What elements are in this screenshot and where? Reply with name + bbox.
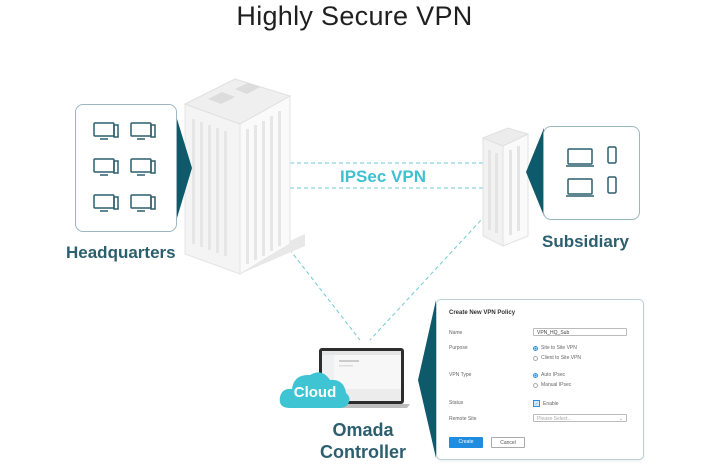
purpose-option-client-to-site[interactable]: Client to Site VPN [533,355,581,361]
subsidiary-device-panel [543,126,640,220]
page-title: Highly Secure VPN [236,1,473,31]
radio-unselected[interactable] [533,355,538,361]
headquarters-device-panel [75,104,177,232]
radio-unselected[interactable] [533,382,538,388]
headquarters-label: Headquarters [66,243,176,262]
create-button[interactable]: Create [449,437,483,448]
ipsec-vpn-label: IPSec VPN [340,167,426,186]
option-label: Manual IPsec [541,382,572,388]
checkbox-checked[interactable]: ✓ [533,400,540,407]
remote-site-placeholder: Please Select... [537,416,572,422]
vpn-type-label: VPN Type [449,372,472,378]
desktop-icon [93,122,119,140]
subsidiary-label: Subsidiary [542,232,629,251]
sub-controller-line [369,204,496,341]
phone-icon [607,176,617,194]
create-vpn-policy-dialog: Create New VPN Policy Name VPN_HQ_Sub Pu… [436,299,644,460]
desktop-icon [130,194,156,212]
desktop-icon [130,158,156,176]
radio-selected[interactable] [533,372,538,378]
cloud-label: Cloud [293,384,337,401]
desktop-icon [93,194,119,212]
dialog-title: Create New VPN Policy [449,310,516,316]
desktop-icon [130,122,156,140]
hq-pointer [174,109,192,228]
status-enable-checkbox[interactable]: ✓ Enable [533,400,559,407]
omada-label-line1: Omada [332,420,394,440]
remote-site-select[interactable]: Please Select... ⌄ [533,414,627,422]
laptop-icon [566,178,594,197]
chevron-down-icon: ⌄ [618,416,623,422]
subsidiary-pointer [526,128,544,216]
name-input[interactable]: VPN_HQ_Sub [533,328,627,336]
desktop-icon [93,158,119,176]
option-label: Site to Site VPN [541,345,577,351]
subsidiary-building [481,127,530,247]
omada-label-line2: Controller [319,442,406,462]
checkbox-label: Enable [543,400,559,407]
dialog-pointer [418,300,436,458]
cloud-icon [279,372,350,408]
phone-icon [607,146,617,164]
headquarters-building [183,78,305,275]
purpose-option-site-to-site[interactable]: Site to Site VPN [533,345,577,351]
option-label: Auto IPsec [541,372,566,378]
desktop-icons [93,122,156,212]
radio-selected[interactable] [533,345,538,351]
remote-site-label: Remote Site [449,416,477,422]
vpn-type-option-auto[interactable]: Auto IPsec [533,372,565,378]
name-label: Name [449,330,463,336]
vpn-type-option-manual[interactable]: Manual IPsec [533,382,571,388]
device-icons [566,146,617,197]
option-label: Client to Site VPN [541,355,582,361]
omada-controller-label: Omada Controller [318,419,408,463]
cancel-button[interactable]: Cancel [491,437,525,448]
status-label: Status [449,400,464,406]
purpose-label: Purpose [449,345,468,351]
laptop-icon [566,148,594,167]
